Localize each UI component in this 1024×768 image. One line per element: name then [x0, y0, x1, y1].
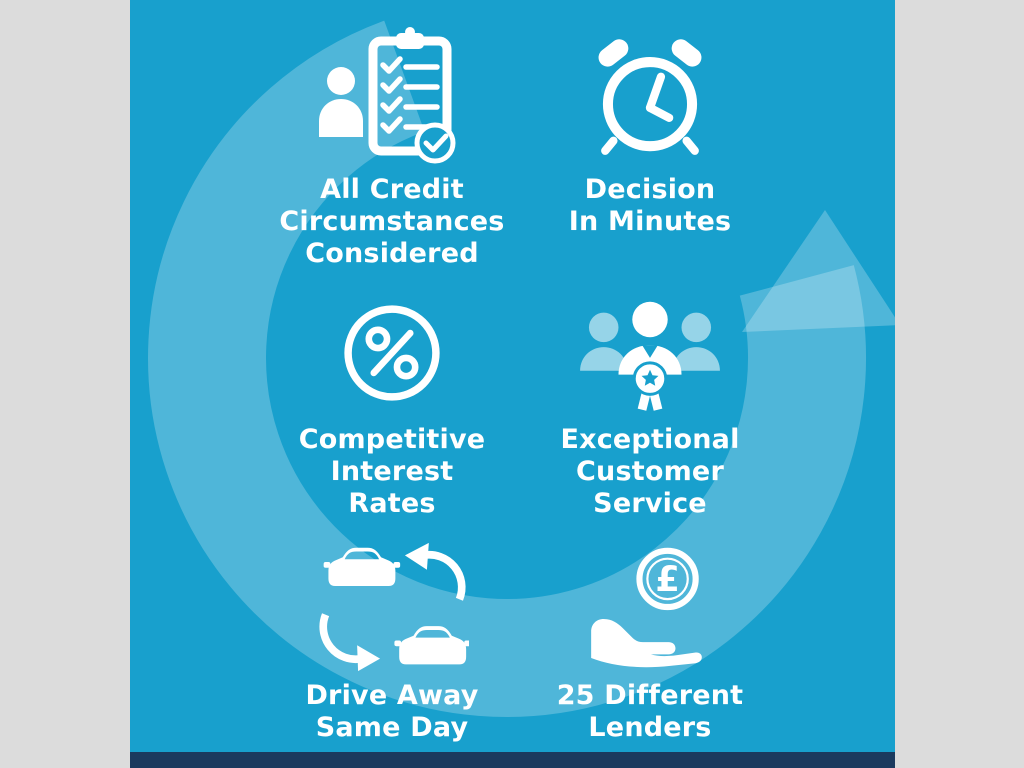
infographic-canvas: All Credit Circumstances Considered Deci…	[130, 0, 895, 768]
credit-checklist-icon	[317, 22, 467, 168]
left-gray-margin	[0, 0, 130, 768]
feature-label: Decision In Minutes	[568, 174, 732, 237]
feature-credit-circumstances: All Credit Circumstances Considered	[237, 22, 547, 270]
pound-coin-hand-icon: £	[584, 540, 716, 674]
feature-competitive-rates: Competitive Interest Rates	[237, 288, 547, 520]
feature-decision-minutes: Decision In Minutes	[495, 22, 805, 238]
feature-drive-away: Drive Away Same Day	[237, 540, 547, 744]
feature-label: All Credit Circumstances Considered	[279, 174, 505, 269]
feature-label: 25 Different Lenders	[556, 680, 744, 743]
car-cycle-icon	[316, 540, 469, 674]
feature-label: Drive Away Same Day	[305, 680, 479, 743]
right-gray-margin	[895, 0, 1024, 768]
feature-lenders: £ 25 Different Lenders	[495, 540, 805, 744]
alarm-clock-icon	[586, 22, 714, 168]
feature-customer-service: Exceptional Customer Service	[495, 288, 805, 520]
percent-icon	[334, 288, 450, 418]
bottom-bar	[130, 752, 895, 768]
pound-symbol: £	[655, 559, 679, 600]
feature-label: Competitive Interest Rates	[298, 424, 486, 519]
feature-label: Exceptional Customer Service	[560, 424, 740, 519]
customer-service-icon	[575, 288, 725, 418]
cycle-arrow-watermark-icon	[148, 20, 895, 717]
